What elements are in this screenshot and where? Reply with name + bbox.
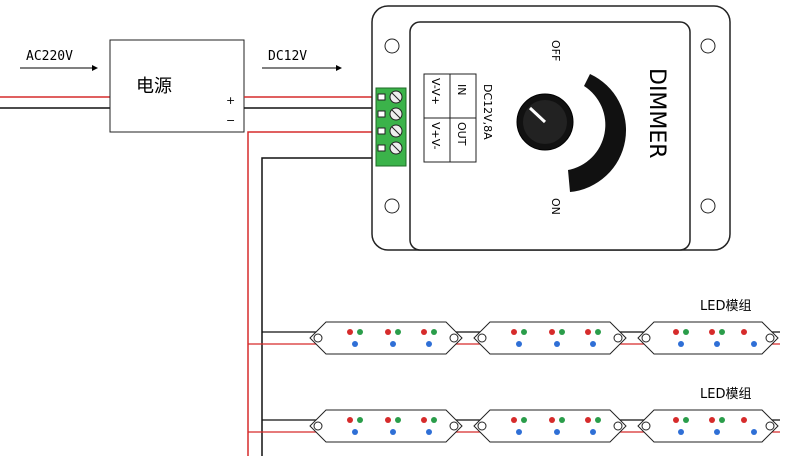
led-module	[309, 409, 463, 443]
out-terminals: V+V-	[429, 122, 442, 150]
power-supply	[109, 39, 245, 133]
psu-plus: +	[226, 94, 235, 107]
ac-arrowhead	[92, 65, 98, 71]
dimmer-brand: DIMMER	[644, 68, 669, 159]
dc-arrowhead	[336, 65, 342, 71]
led-module	[637, 409, 779, 443]
terminal-screws	[377, 90, 403, 155]
led-module	[473, 321, 627, 355]
led-module	[473, 409, 627, 443]
mount-hole-bl	[384, 198, 400, 214]
dimmer-arc	[568, 74, 627, 192]
led-module-label-1: LED模组	[700, 299, 751, 314]
out-wire-red	[247, 131, 380, 456]
off-label: OFF	[549, 40, 562, 61]
led-row-2	[309, 409, 779, 443]
in-terminals: V-V+	[429, 78, 442, 105]
led-module	[637, 321, 779, 355]
mount-hole-tr	[700, 38, 716, 54]
ac-input-label: AC220V	[26, 49, 73, 64]
led-module-label-2: LED模组	[700, 387, 751, 402]
dc-output-label: DC12V	[268, 49, 307, 64]
out-label: OUT	[455, 122, 468, 146]
led-row-1	[309, 321, 779, 355]
led-module	[309, 321, 463, 355]
dimmer-unit: V-V+ V+V- IN OUT DC12V,8A OFF ON DIMMER	[371, 5, 731, 251]
on-label: ON	[549, 198, 562, 215]
power-supply-label: 电源	[136, 76, 172, 97]
mount-hole-br	[700, 198, 716, 214]
out-wire-black	[261, 157, 380, 456]
rating-label: DC12V,8A	[481, 84, 494, 140]
knob-pointer	[528, 106, 547, 124]
psu-minus: −	[226, 114, 235, 127]
mount-hole-tl	[384, 38, 400, 54]
in-label: IN	[455, 84, 468, 95]
